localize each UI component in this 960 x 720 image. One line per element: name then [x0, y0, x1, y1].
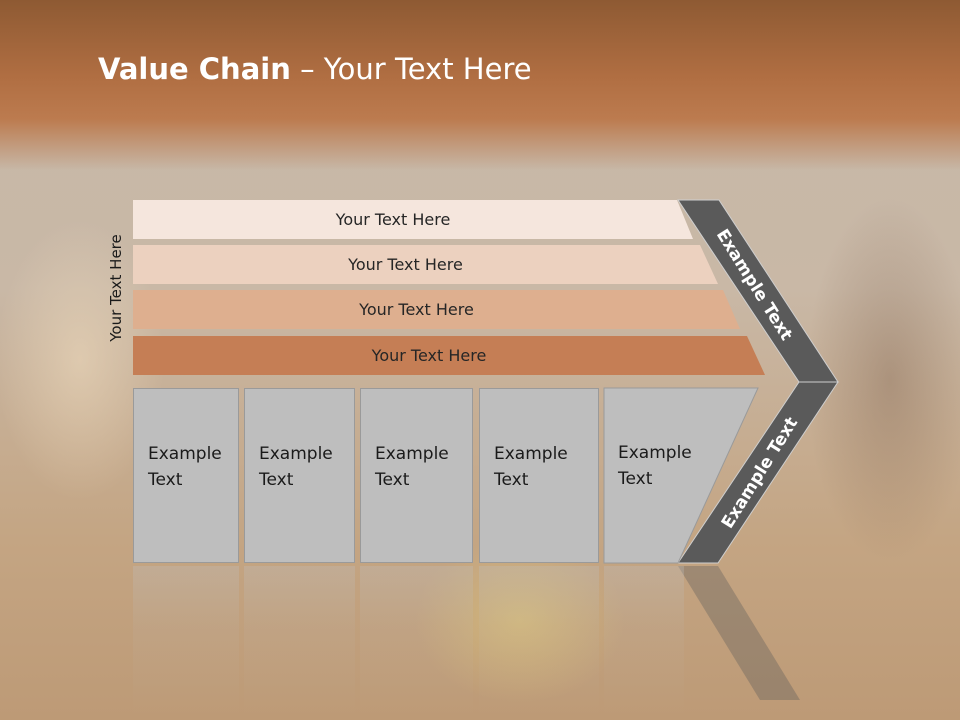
box-4-line1: Example: [494, 444, 568, 464]
title-band: [0, 0, 960, 170]
bar-3: Your Text Here: [133, 290, 740, 329]
box-1-reflection: [133, 566, 239, 716]
chevron-lower: [677, 381, 839, 564]
title-rest: – Your Text Here: [290, 52, 532, 86]
box-2-line2: Text: [259, 470, 294, 490]
box-3-line2: Text: [375, 470, 410, 490]
box-4: Example Text: [479, 388, 599, 563]
box-5-line1: Example: [618, 443, 692, 463]
box-5-arrow-shape: [603, 387, 759, 564]
box-1-line2: Text: [148, 470, 183, 490]
box-1: Example Text: [133, 388, 239, 563]
box-3: Example Text: [360, 388, 473, 563]
box-4-line2: Text: [494, 470, 529, 490]
bar-2: Your Text Here: [133, 245, 718, 284]
box-2-line1: Example: [259, 444, 333, 464]
slide-title: Value Chain – Your Text Here: [98, 52, 532, 86]
bar-1: Your Text Here: [133, 200, 693, 239]
box-3-reflection: [360, 566, 473, 716]
box-5: Example Text: [604, 388, 724, 563]
bar-4: Your Text Here: [133, 336, 765, 375]
box-5-line2: Text: [618, 469, 653, 489]
box-1-line1: Example: [148, 444, 222, 464]
chevron-reflection: [678, 566, 800, 700]
title-bold: Value Chain: [98, 52, 291, 86]
box-4-reflection: [479, 566, 599, 716]
box-5-reflection: [604, 566, 684, 716]
box-2: Example Text: [244, 388, 355, 563]
box-3-line1: Example: [375, 444, 449, 464]
box-2-reflection: [244, 566, 355, 716]
